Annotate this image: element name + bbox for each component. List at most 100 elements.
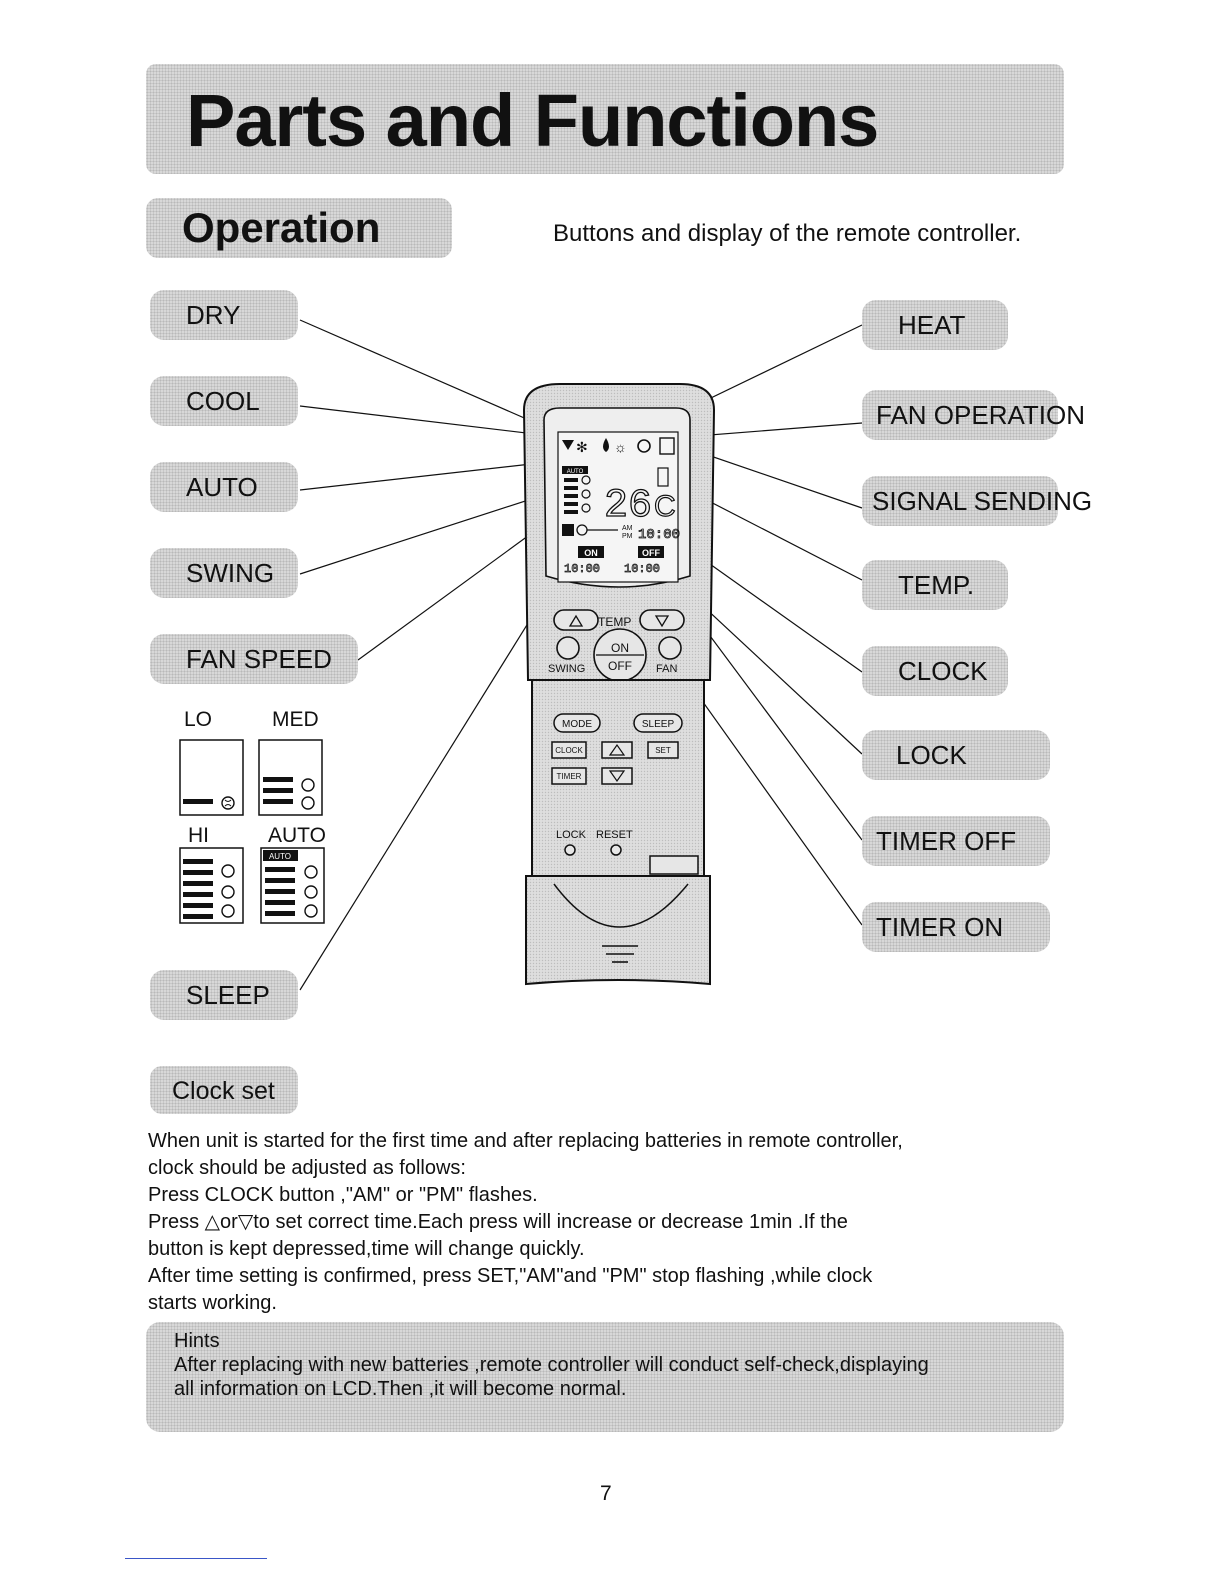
fan-speed-hi-icon — [179, 847, 244, 924]
fan-operation-icon — [637, 439, 651, 453]
temp-label: TEMP — [598, 615, 631, 629]
label-cool-text: COOL — [186, 386, 260, 416]
svg-text:10:00: 10:00 — [624, 562, 660, 576]
mode-button-label: MODE — [562, 719, 592, 730]
clock-set-line: Press △or▽to set correct time.Each press… — [148, 1211, 848, 1233]
lcd-temp: 26 — [604, 484, 652, 529]
label-sleep: SLEEP — [150, 970, 298, 1020]
label-heat: HEAT — [862, 300, 1008, 350]
label-auto: AUTO — [150, 462, 298, 512]
swing-button — [556, 636, 580, 660]
clock-set-line: starts working. — [148, 1292, 277, 1314]
mode-button — [553, 713, 601, 733]
label-heat-text: HEAT — [898, 310, 966, 340]
lcd-unit: C — [654, 490, 676, 523]
clock-set-heading-text: Clock set — [172, 1077, 275, 1105]
down-button — [601, 767, 633, 785]
label-fan-speed-text: FAN SPEED — [186, 644, 332, 674]
lcd-on-tag: ON — [584, 548, 598, 558]
legend-hi-label: HI — [188, 824, 209, 847]
fan-speed-lo-icon — [179, 739, 244, 816]
section-banner: Operation — [146, 198, 452, 258]
label-fan-operation-text: FAN OPERATION — [876, 400, 1085, 430]
label-timer-on: TIMER ON — [862, 902, 1050, 952]
lcd-off-tag: OFF — [642, 548, 660, 558]
clock-set-instructions: When unit is started for the first time … — [148, 1128, 1048, 1317]
remote-controller: ✻ ☼ AUTO 26 C AM PM 10:00 ON OFF 10:00 1… — [522, 383, 716, 986]
label-fan-operation: FAN OPERATION — [862, 390, 1085, 440]
legend-med-label: MED — [272, 708, 319, 731]
clock-set-line: button is kept depressed,time will chang… — [148, 1238, 585, 1260]
off-label: OFF — [608, 659, 632, 673]
legend-lo-label: LO — [184, 708, 213, 731]
clock-button — [551, 741, 587, 759]
timer-button — [551, 767, 587, 785]
set-button — [647, 741, 679, 759]
fan-label: FAN — [656, 663, 677, 675]
cool-icon: ✻ — [576, 439, 588, 455]
fan-speed-auto-tag: AUTO — [269, 852, 291, 861]
label-dry: DRY — [150, 290, 298, 340]
label-dry-text: DRY — [186, 300, 241, 330]
label-timer-off-text: TIMER OFF — [876, 826, 1017, 856]
clock-set-line: clock should be adjusted as follows: — [148, 1157, 466, 1179]
sleep-button — [633, 713, 683, 733]
hints-line: After replacing with new batteries ,remo… — [174, 1354, 929, 1376]
clock-set-heading: Clock set — [150, 1066, 298, 1114]
fan-speed-auto-icon — [260, 847, 325, 924]
clock-set-line: Press CLOCK button ,"AM" or "PM" flashes… — [148, 1184, 538, 1206]
fan-speed-legend: AUTO — [179, 739, 325, 924]
svg-text:10:00: 10:00 — [564, 562, 600, 576]
lcd-auto-tag: AUTO — [567, 469, 584, 475]
fan-button — [658, 636, 682, 660]
dry-icon — [562, 440, 574, 450]
reset-button — [610, 844, 622, 856]
timer-button-label: TIMER — [557, 772, 582, 781]
hints-line: all information on LCD.Then ,it will bec… — [174, 1378, 627, 1400]
label-fan-speed: FAN SPEED — [150, 634, 358, 684]
lock-label: LOCK — [556, 829, 587, 841]
section-subtitle: Buttons and display of the remote contro… — [553, 220, 1022, 247]
hints-box: Hints After replacing with new batteries… — [146, 1322, 1064, 1432]
sleep-button-label: SLEEP — [642, 719, 675, 730]
label-lock-text: LOCK — [896, 740, 967, 770]
label-cool: COOL — [150, 376, 298, 426]
fan-speed-med-icon — [258, 739, 323, 816]
title-banner: Parts and Functions — [146, 64, 1064, 174]
label-temp-text: TEMP. — [898, 570, 975, 600]
on-label: ON — [611, 641, 629, 655]
label-signal-sending-text: SIGNAL SENDING — [872, 486, 1093, 516]
page-title: Parts and Functions — [186, 79, 879, 162]
auto-drop-icon — [603, 438, 609, 452]
temp-up-button — [553, 609, 599, 631]
set-button-label: SET — [655, 746, 671, 755]
reset-label: RESET — [596, 829, 633, 841]
heat-icon: ☼ — [614, 439, 627, 455]
lcd-clock: 10:00 — [638, 527, 680, 543]
signal-sending-icon — [659, 437, 675, 455]
label-lock: LOCK — [862, 730, 1050, 780]
label-timer-off: TIMER OFF — [862, 816, 1050, 866]
label-temp: TEMP. — [862, 560, 1008, 610]
label-sleep-text: SLEEP — [186, 980, 270, 1010]
lock-button — [564, 844, 576, 856]
section-title: Operation — [182, 204, 381, 251]
swing-label: SWING — [548, 663, 585, 675]
clock-set-line: When unit is started for the first time … — [148, 1130, 903, 1152]
legend-auto-label: AUTO — [268, 824, 326, 847]
lcd-am: AM — [622, 525, 633, 532]
clock-button-label: CLOCK — [555, 746, 583, 755]
label-signal-sending: SIGNAL SENDING — [862, 476, 1092, 526]
up-button — [601, 741, 633, 759]
label-clock: CLOCK — [862, 646, 1008, 696]
label-auto-text: AUTO — [186, 472, 258, 502]
label-timer-on-text: TIMER ON — [876, 912, 1004, 942]
clock-set-line: After time setting is confirmed, press S… — [148, 1265, 873, 1287]
label-swing: SWING — [150, 548, 298, 598]
hints-heading: Hints — [174, 1330, 220, 1352]
label-swing-text: SWING — [186, 558, 275, 588]
footer-rule — [125, 1558, 267, 1559]
page-number: 7 — [600, 1482, 612, 1505]
temp-down-button — [639, 609, 685, 631]
label-clock-text: CLOCK — [898, 656, 988, 686]
